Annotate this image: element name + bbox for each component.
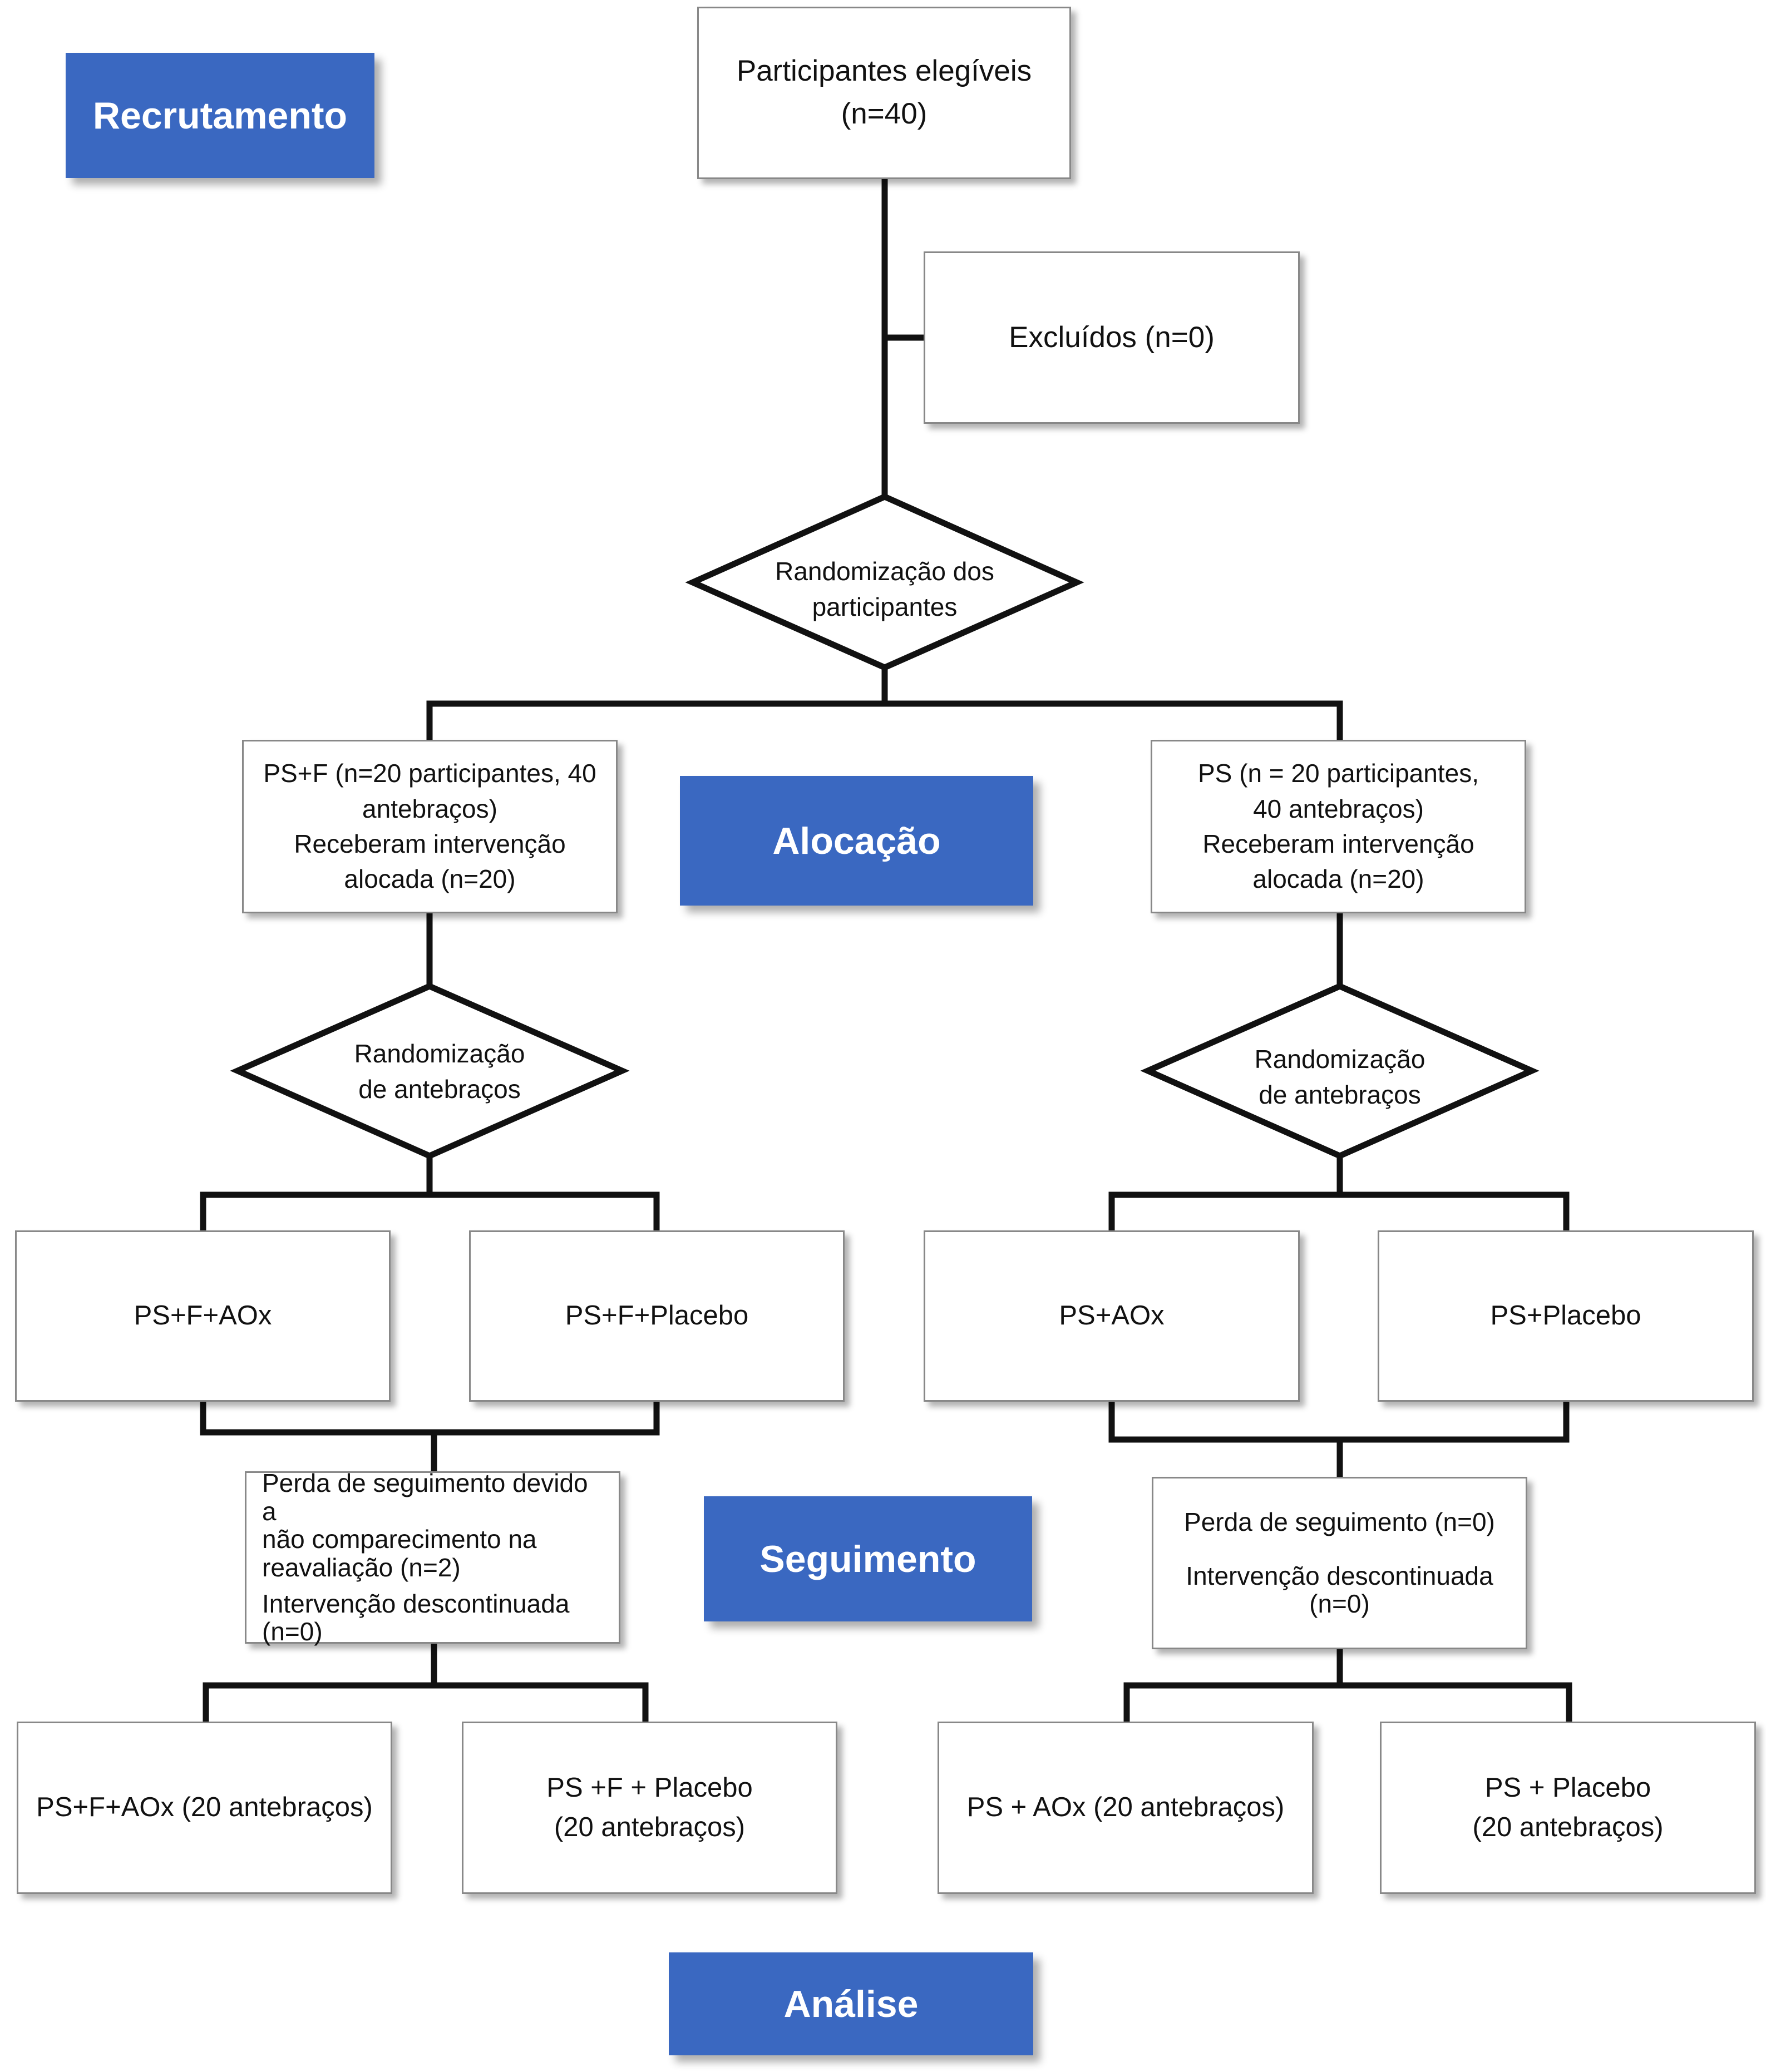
arm-ps-f-placebo-label: PS+F+Placebo	[565, 1300, 749, 1331]
randomization-forearms-left-line1: Randomização	[354, 1039, 525, 1068]
followup-left-line3: reavaliação (n=2)	[262, 1553, 461, 1582]
followup-right-line3: (n=0)	[1309, 1589, 1370, 1619]
arm-ps-f-aox-box: PS+F+AOx	[15, 1230, 391, 1402]
group-ps-line2: 40 antebraços)	[1253, 794, 1424, 823]
randomization-participants-line2: participantes	[812, 592, 958, 622]
analysis-ps-placebo-box: PS + Placebo (20 antebraços)	[1380, 1722, 1756, 1894]
group-ps-line4: alocada (n=20)	[1252, 864, 1424, 894]
analysis-ps-aox-label: PS + AOx (20 antebraços)	[966, 1792, 1285, 1823]
allocation-split-line	[426, 663, 1343, 743]
randomization-forearms-right-line2: de antebraços	[1259, 1080, 1421, 1110]
analysis-ps-f-aox-box: PS+F+AOx (20 antebraços)	[17, 1722, 392, 1894]
analysis-ps-f-aox-label: PS+F+AOx (20 antebraços)	[36, 1792, 373, 1823]
arm-ps-aox-label: PS+AOx	[1059, 1300, 1165, 1331]
randomization-forearms-right-label: Randomização de antebraços	[1201, 1041, 1479, 1113]
group-ps-line3: Receberam intervenção	[1202, 829, 1474, 858]
group-ps-f-line3: Receberam intervenção	[294, 829, 566, 858]
stage-analysis-label: Análise	[669, 1952, 1033, 2055]
stage-follow-up-label: Seguimento	[704, 1496, 1032, 1621]
group-ps-f-line1: PS+F (n=20 participantes, 40	[263, 759, 596, 788]
followup-right-line2: Intervenção descontinuada	[1186, 1561, 1493, 1590]
arm-ps-f-placebo-box: PS+F+Placebo	[469, 1230, 845, 1402]
analysis-ps-placebo-line1: PS + Placebo	[1484, 1772, 1651, 1803]
arm-ps-placebo-box: PS+Placebo	[1378, 1230, 1754, 1402]
group-ps-box: PS (n = 20 participantes, 40 antebraços)…	[1151, 740, 1526, 913]
group-ps-f-box: PS+F (n=20 participantes, 40 antebraços)…	[242, 740, 618, 913]
arm-ps-f-aox-label: PS+F+AOx	[134, 1300, 272, 1331]
analysis-ps-f-placebo-line1: PS +F + Placebo	[546, 1772, 753, 1803]
stage-recruitment-label: Recrutamento	[66, 53, 374, 178]
randomization-forearms-left-label: Randomização de antebraços	[300, 1036, 579, 1107]
excluded-label: Excluídos (n=0)	[1009, 320, 1215, 354]
left-followup-split-line	[203, 1640, 649, 1725]
left-diamond-split-line	[200, 1154, 660, 1234]
followup-left-line2: não comparecimento na	[262, 1525, 537, 1554]
arm-ps-aox-box: PS+AOx	[924, 1230, 1300, 1402]
group-ps-f-line2: antebraços)	[362, 794, 497, 823]
eligible-participants-box: Participantes elegíveis (n=40)	[697, 7, 1071, 179]
analysis-ps-f-placebo-line2: (20 antebraços)	[554, 1812, 746, 1842]
group-ps-line1: PS (n = 20 participantes,	[1197, 759, 1479, 788]
randomization-participants-line1: Randomização dos	[775, 557, 994, 586]
right-merge-line	[1108, 1398, 1570, 1480]
randomization-forearms-left-diamond	[230, 982, 630, 1160]
right-followup-split-line	[1123, 1646, 1572, 1725]
analysis-ps-aox-box: PS + AOx (20 antebraços)	[938, 1722, 1314, 1894]
eligible-participants-label: Participantes elegíveis	[736, 55, 1032, 88]
followup-right-box: Perda de seguimento (n=0) Intervenção de…	[1152, 1477, 1527, 1649]
group-ps-f-line4: alocada (n=20)	[344, 864, 516, 894]
followup-right-line1: Perda de seguimento (n=0)	[1184, 1507, 1495, 1537]
followup-left-line4: Intervenção descontinuada	[262, 1589, 570, 1618]
followup-left-line1: Perda de seguimento devido a	[262, 1468, 588, 1526]
analysis-ps-placebo-line2: (20 antebraços)	[1472, 1812, 1664, 1842]
left-merge-line	[200, 1398, 660, 1475]
eligible-participants-count: (n=40)	[841, 97, 928, 130]
analysis-ps-f-placebo-box: PS +F + Placebo (20 antebraços)	[462, 1722, 837, 1894]
randomization-forearms-right-line1: Randomização	[1254, 1045, 1425, 1074]
excluded-box: Excluídos (n=0)	[924, 251, 1300, 424]
stage-allocation-label: Alocação	[680, 776, 1033, 906]
followup-left-box: Perda de seguimento devido a não compare…	[245, 1468, 620, 1646]
followup-left-line5: (n=0)	[262, 1617, 323, 1646]
randomization-forearms-right-diamond	[1140, 982, 1540, 1160]
right-diamond-split-line	[1108, 1154, 1570, 1234]
randomization-participants-label: Randomização dos participantes	[734, 553, 1035, 625]
randomization-forearms-left-line2: de antebraços	[358, 1075, 521, 1104]
randomization-participants-diamond	[685, 493, 1084, 671]
arm-ps-placebo-label: PS+Placebo	[1490, 1300, 1641, 1331]
